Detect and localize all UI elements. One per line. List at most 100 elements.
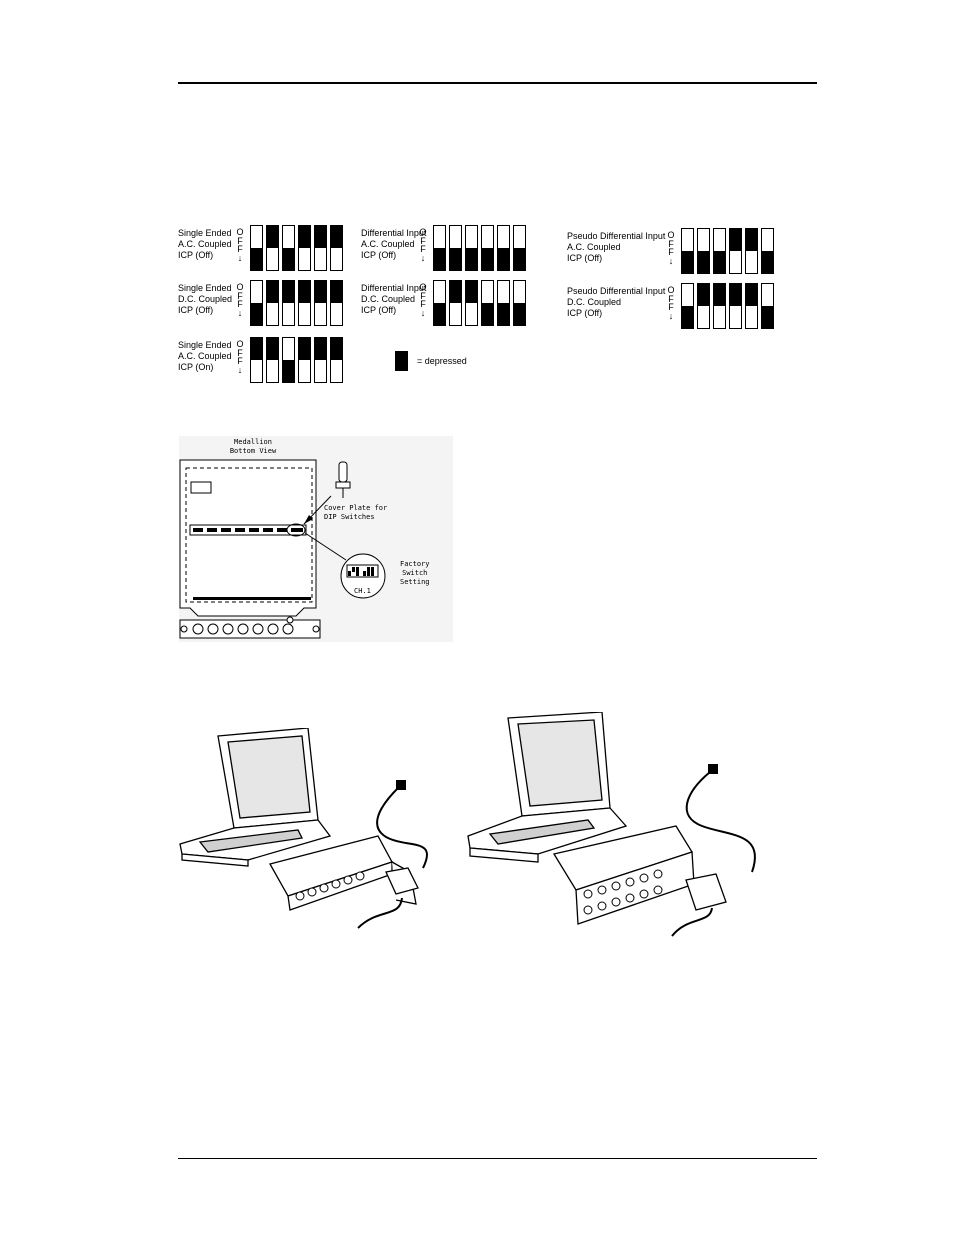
switch-depressed-fill (331, 338, 342, 360)
dip-switch-5 (497, 280, 510, 326)
dip-switch-config-2: Differential Input A.C. Coupled ICP (Off… (361, 225, 551, 278)
off-indicator: O F F ↓ (667, 285, 675, 321)
dip-switch-2 (697, 283, 710, 329)
switch-row (250, 225, 343, 271)
dip-switch-1 (433, 225, 446, 271)
switch-depressed-fill (746, 229, 757, 251)
dip-switch-6 (761, 228, 774, 274)
switch-depressed-fill (762, 306, 773, 328)
switch-depressed-fill (434, 303, 445, 325)
dip-switch-5 (314, 337, 327, 383)
dip-switch-5 (745, 283, 758, 329)
switch-depressed-fill (331, 226, 342, 248)
medallion-bottom-view-figure: Medallion Bottom View Cover Plate for DI… (178, 436, 454, 642)
medallion-bottom-view-drawing (179, 436, 453, 642)
switch-row (433, 225, 526, 271)
dip-switch-4 (298, 225, 311, 271)
switch-depressed-fill (251, 303, 262, 325)
dip-switch-4 (481, 280, 494, 326)
medallion-title: Medallion Bottom View (229, 438, 277, 455)
switch-depressed-fill (315, 226, 326, 248)
dip-switch-3 (713, 228, 726, 274)
switch-depressed-fill (251, 338, 262, 360)
switch-depressed-fill (698, 284, 709, 306)
dip-switch-6 (330, 337, 343, 383)
dip-switch-3 (465, 280, 478, 326)
dip-switch-1 (250, 280, 263, 326)
dip-switch-config-5: Differential Input D.C. Coupled ICP (Off… (361, 280, 551, 333)
switch-depressed-fill (283, 248, 294, 270)
dip-switch-2 (449, 225, 462, 271)
switch-depressed-fill (482, 248, 493, 270)
switch-depressed-fill (466, 248, 477, 270)
config-label: Pseudo Differential Input D.C. Coupled I… (567, 286, 666, 318)
config-label: Differential Input A.C. Coupled ICP (Off… (361, 228, 427, 260)
dip-switch-4 (729, 283, 742, 329)
dip-switch-4 (729, 228, 742, 274)
dip-switch-4 (298, 337, 311, 383)
off-indicator: O F F ↓ (236, 227, 244, 263)
dip-switch-1 (250, 337, 263, 383)
switch-depressed-fill (698, 251, 709, 273)
off-indicator: O F F ↓ (667, 230, 675, 266)
switch-depressed-fill (714, 251, 725, 273)
switch-depressed-fill (730, 229, 741, 251)
switch-depressed-fill (498, 248, 509, 270)
dip-switch-1 (433, 280, 446, 326)
dip-switch-3 (282, 337, 295, 383)
cover-plate-label: Cover Plate for DIP Switches (324, 504, 388, 521)
switch-depressed-fill (299, 281, 310, 303)
switch-depressed-fill (514, 248, 525, 270)
config-label: Single Ended A.C. Coupled ICP (On) (178, 340, 232, 372)
dip-switch-3 (465, 225, 478, 271)
footer-rule (178, 1158, 817, 1159)
switch-depressed-fill (315, 338, 326, 360)
dip-switch-5 (314, 225, 327, 271)
dip-switch-5 (314, 280, 327, 326)
switch-depressed-fill (251, 248, 262, 270)
switch-row (250, 337, 343, 383)
dip-switch-config-6: Pseudo Differential Input D.C. Coupled I… (567, 283, 774, 336)
switch-depressed-fill (746, 284, 757, 306)
switch-depressed-fill (267, 226, 278, 248)
dip-switch-4 (298, 280, 311, 326)
laptop-single-unit-illustration (178, 727, 436, 938)
dip-switch-1 (250, 225, 263, 271)
switch-depressed-fill (482, 303, 493, 325)
dip-switch-1 (681, 283, 694, 329)
switch-depressed-fill (315, 281, 326, 303)
dip-switch-3 (282, 280, 295, 326)
switch-depressed-fill (283, 360, 294, 382)
dip-switch-2 (697, 228, 710, 274)
dip-switch-6 (513, 225, 526, 271)
switch-depressed-fill (682, 306, 693, 328)
dip-switch-2 (266, 280, 279, 326)
dip-switch-6 (330, 225, 343, 271)
switch-depressed-fill (450, 281, 461, 303)
dip-switch-6 (761, 283, 774, 329)
config-label: Single Ended A.C. Coupled ICP (Off) (178, 228, 232, 260)
header-rule (178, 82, 817, 84)
dip-switch-2 (449, 280, 462, 326)
switch-depressed-fill (466, 281, 477, 303)
switch-depressed-fill (498, 303, 509, 325)
dip-switch-config-1: Single Ended A.C. Coupled ICP (Off) O F F… (178, 225, 368, 278)
dip-switch-5 (745, 228, 758, 274)
switch-row (681, 283, 774, 329)
switch-depressed-fill (730, 284, 741, 306)
dip-switch-5 (497, 225, 510, 271)
config-label: Single Ended D.C. Coupled ICP (Off) (178, 283, 233, 315)
dip-switch-3 (282, 225, 295, 271)
off-indicator: O F F ↓ (236, 282, 244, 318)
switch-depressed-fill (267, 338, 278, 360)
channel-label: CH.1 (354, 587, 371, 595)
depressed-legend-swatch (395, 351, 408, 371)
laptop-dual-unit-illustration (466, 711, 766, 942)
factory-switch-setting-label: Factory Switch Setting (400, 560, 430, 586)
off-indicator: O F F ↓ (419, 282, 427, 318)
off-indicator: O F F ↓ (419, 227, 427, 263)
off-indicator: O F F ↓ (236, 339, 244, 375)
dip-switch-6 (330, 280, 343, 326)
dip-switch-1 (681, 228, 694, 274)
dip-switch-config-4: Single Ended D.C. Coupled ICP (Off)O F F… (178, 280, 368, 333)
